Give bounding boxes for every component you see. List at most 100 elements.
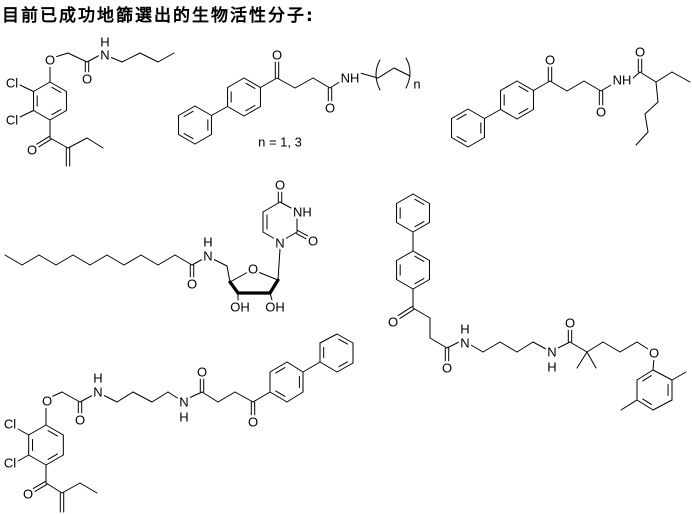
bond xyxy=(276,77,296,89)
bond xyxy=(499,341,518,353)
bond xyxy=(518,85,529,92)
bond xyxy=(269,361,288,373)
bond xyxy=(636,369,654,381)
bond xyxy=(19,84,34,92)
bond xyxy=(576,351,588,369)
bond xyxy=(102,394,118,403)
bond xyxy=(89,254,108,266)
bond xyxy=(140,254,159,266)
bond xyxy=(257,271,279,281)
bond xyxy=(262,201,281,213)
atom-label: Cl xyxy=(6,113,18,128)
bond xyxy=(338,338,349,345)
bond xyxy=(269,391,288,403)
atom-label: N xyxy=(93,385,102,400)
bond xyxy=(619,341,638,353)
bond xyxy=(61,391,81,403)
bond xyxy=(277,248,281,281)
bond xyxy=(245,82,256,89)
bond xyxy=(17,428,30,436)
bond xyxy=(566,80,585,92)
atom-label: O xyxy=(23,487,33,502)
bonds-layer xyxy=(4,52,691,513)
bond xyxy=(67,137,88,149)
bond xyxy=(228,280,240,295)
atom-label: O xyxy=(42,394,52,409)
bond xyxy=(243,77,261,88)
bond xyxy=(194,105,212,116)
atom-label: O xyxy=(275,178,285,193)
atom-label: OH xyxy=(230,300,250,315)
bond xyxy=(167,391,180,400)
bond xyxy=(393,67,411,77)
bond xyxy=(33,110,51,121)
bond xyxy=(500,80,518,91)
atom-label: O xyxy=(635,45,645,60)
atom-label: H xyxy=(547,360,556,375)
bond xyxy=(183,110,194,117)
bond xyxy=(194,134,212,145)
bond xyxy=(297,230,310,238)
atom-label: N xyxy=(275,236,284,251)
bond xyxy=(183,133,194,140)
bond xyxy=(17,454,30,462)
atom-label: Cl xyxy=(4,417,16,432)
bond xyxy=(602,341,621,353)
bond xyxy=(123,254,142,266)
bond xyxy=(302,361,321,373)
bond xyxy=(28,424,47,436)
atom-label: O xyxy=(325,101,335,116)
bond xyxy=(245,105,256,112)
bond xyxy=(38,254,57,266)
bond xyxy=(275,390,286,397)
bond xyxy=(671,371,687,381)
bond xyxy=(61,482,81,494)
bond xyxy=(412,279,430,290)
bond xyxy=(201,391,219,403)
bond xyxy=(500,109,518,120)
atom-label: H xyxy=(100,35,109,50)
repeat-bracket xyxy=(375,59,381,91)
atom-label: O xyxy=(545,53,555,68)
bond xyxy=(260,77,278,88)
bond xyxy=(106,254,125,266)
bond xyxy=(226,265,231,283)
bond xyxy=(262,231,276,240)
atom-label: Cl xyxy=(6,76,18,91)
bond xyxy=(429,337,448,349)
page-title: 目前已成功地篩選出的生物活性分子: xyxy=(2,6,315,26)
bond xyxy=(229,271,249,283)
bond xyxy=(569,341,588,353)
atom-label: H xyxy=(179,410,188,425)
bond xyxy=(336,362,354,373)
bond xyxy=(414,255,425,262)
bond xyxy=(50,391,63,398)
bond xyxy=(45,424,64,436)
bond xyxy=(338,361,349,368)
atom-label: O xyxy=(45,53,55,68)
bond xyxy=(414,221,425,228)
bond xyxy=(412,222,430,233)
bond xyxy=(642,398,652,405)
bond xyxy=(132,391,153,403)
atom-label: H xyxy=(203,235,212,250)
atom-label: O xyxy=(308,234,318,249)
bond xyxy=(518,108,529,115)
atom-label: O xyxy=(248,262,258,277)
bond xyxy=(412,307,431,319)
bond xyxy=(652,357,655,371)
bond xyxy=(655,81,659,103)
bond xyxy=(639,71,657,83)
bond xyxy=(47,430,58,437)
atom-label: NH xyxy=(613,73,632,88)
bond xyxy=(72,254,91,266)
bond xyxy=(319,333,338,344)
atom-label: O xyxy=(596,105,606,120)
bond xyxy=(516,341,534,353)
bond xyxy=(456,136,467,143)
atom-label: O xyxy=(75,413,85,428)
bond xyxy=(446,341,460,349)
bond xyxy=(467,108,485,119)
